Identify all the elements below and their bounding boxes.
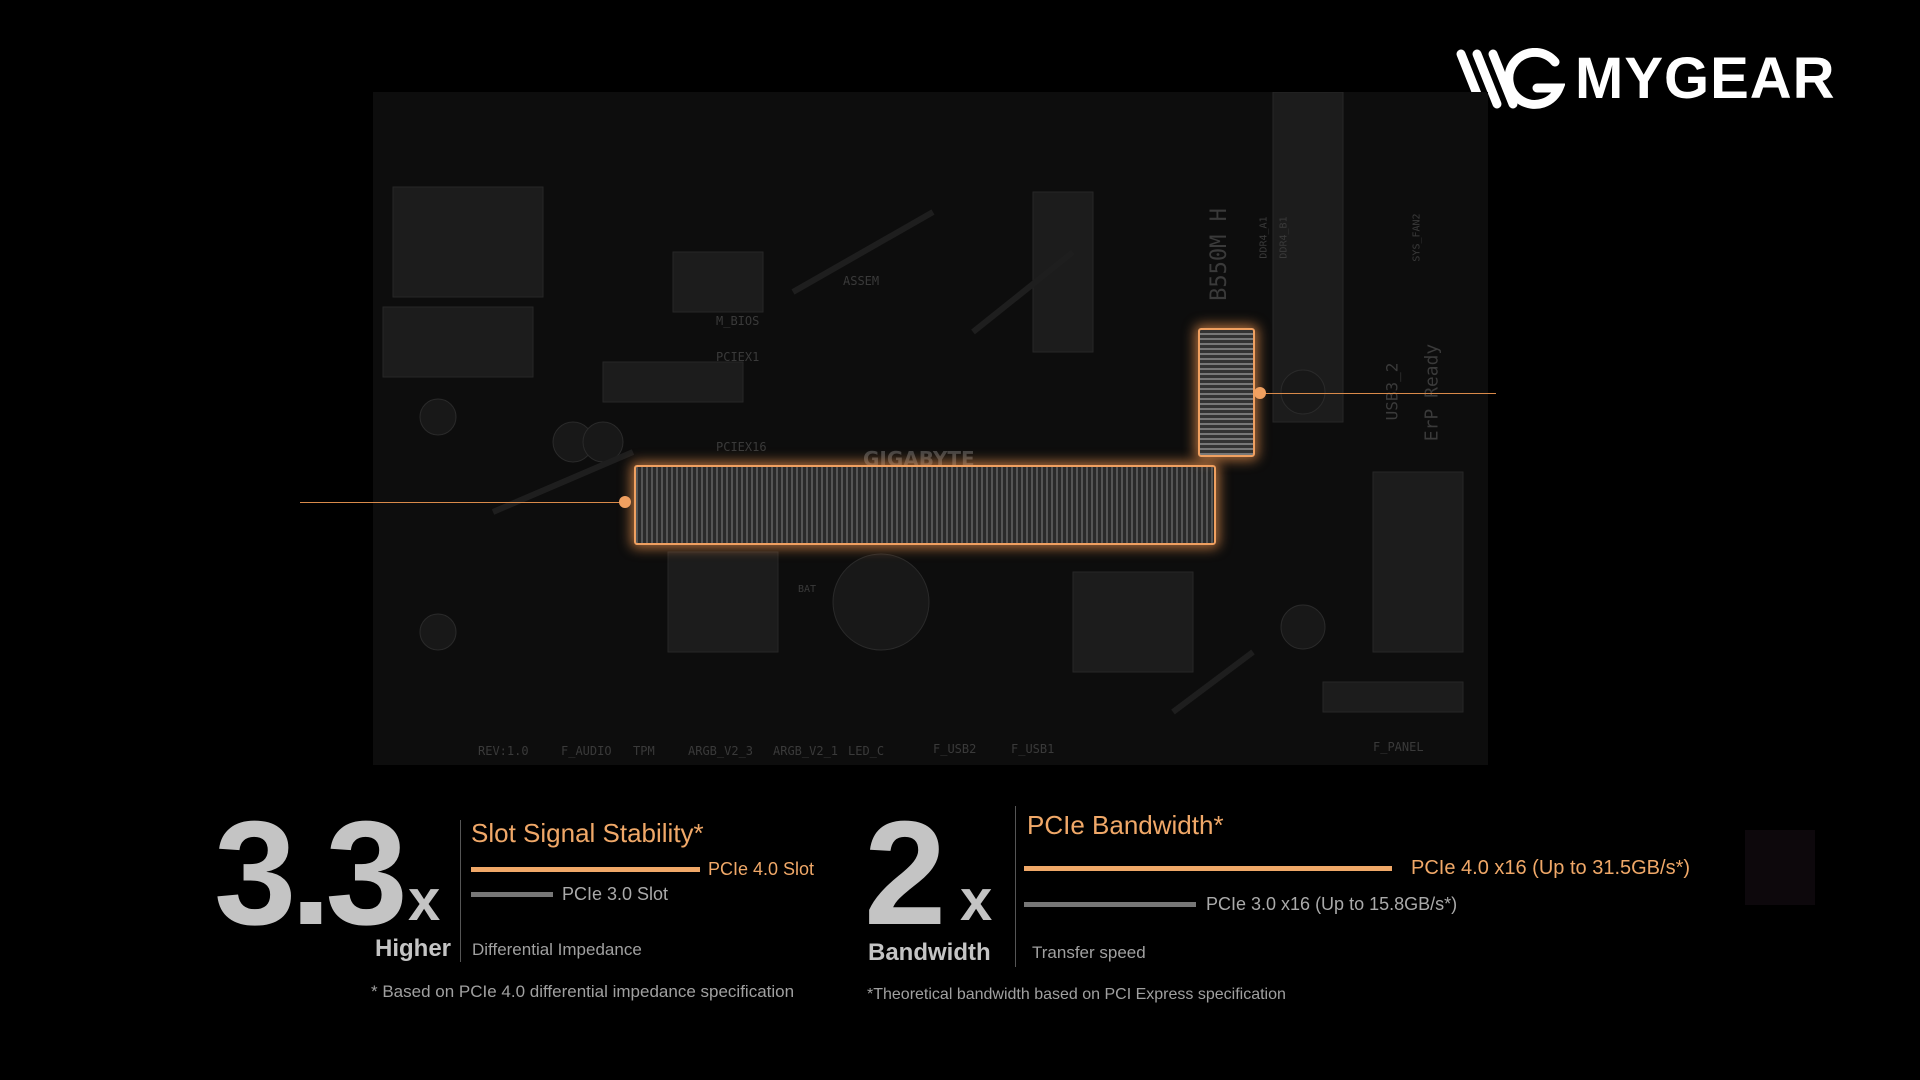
stat1-metric: Differential Impedance (472, 940, 642, 959)
stat2-bar-new (1024, 866, 1392, 871)
silk-model: B550M H (1206, 208, 1232, 301)
stat2-caption: Bandwidth (868, 939, 991, 966)
stat1-bar-old-label: PCIe 3.0 Slot (562, 884, 669, 904)
silk-fusb2: F_USB2 (933, 742, 977, 756)
stat2-bar-old-label: PCIe 3.0 x16 (Up to 15.8GB/s*) (1206, 894, 1458, 914)
pcie-callout-dot (619, 496, 631, 508)
m2-callout-dot (1254, 387, 1266, 399)
stat2-metric: Transfer speed (1032, 943, 1146, 962)
silk-pciex1: PCIEX1 (716, 350, 760, 364)
silk-argb1: ARGB_V2_1 (773, 744, 839, 758)
m2-callout-line (1262, 393, 1496, 394)
stat1-footnote: * Based on PCIe 4.0 differential impedan… (371, 982, 795, 1001)
pcie-callout-line (300, 502, 625, 503)
m2-slot-highlight (1198, 328, 1255, 457)
stat2-title: PCIe Bandwidth* (1027, 810, 1224, 840)
stat1-bar-new (471, 867, 700, 872)
silk-pciex16: PCIEX16 (716, 440, 767, 454)
stat2-value: 2 (864, 791, 946, 956)
silk-assem: ASSEM (843, 274, 880, 288)
stat2-bar-old (1024, 902, 1196, 907)
stat2-unit: x (960, 868, 993, 933)
stat2-divider (1015, 806, 1016, 967)
silk-fusb1: F_USB1 (1011, 742, 1055, 756)
silk-rev: REV:1.0 (478, 744, 529, 758)
silk-sysfan2: SYS_FAN2 (1411, 213, 1423, 262)
stat1-unit: x (408, 868, 441, 933)
motherboard-image: GIGABYTE B550M H PCIEX16 PCIEX1 M_BIOS A… (373, 91, 1488, 765)
stat1-divider (460, 820, 461, 962)
stat1-bar-old (471, 892, 553, 897)
pcie-x16-slot-highlight (634, 465, 1216, 545)
stat2-bar-new-label: PCIe 4.0 x16 (Up to 31.5GB/s*) (1411, 857, 1691, 879)
silk-mbios: M_BIOS (716, 314, 760, 328)
silk-ledc: LED_C (848, 744, 885, 758)
motherboard-graphic (373, 91, 1488, 765)
stat2-footnote: *Theoretical bandwidth based on PCI Expr… (867, 986, 1286, 1003)
stat1-caption: Higher (375, 935, 452, 962)
stat1-value: 3.3 (214, 791, 408, 956)
decorative-block (1745, 830, 1815, 905)
stat1-bar-new-label: PCIe 4.0 Slot (708, 859, 815, 879)
silk-fpanel: F_PANEL (1373, 740, 1424, 754)
silk-faudio: F_AUDIO (561, 744, 612, 758)
silk-ddr4b1: DDR4_B1 (1278, 216, 1290, 259)
silk-tpm: TPM (633, 744, 655, 758)
silk-argb3: ARGB_V2_3 (688, 744, 754, 758)
silk-usb: USB3_2 (1382, 362, 1402, 421)
stat1-title: Slot Signal Stability* (471, 818, 704, 848)
silk-ddr4a1: DDR4_A1 (1258, 216, 1270, 259)
silk-bat: BAT (798, 584, 817, 595)
mygear-logo: MYGEAR (1455, 46, 1836, 112)
brand-name: MYGEAR (1575, 46, 1836, 111)
